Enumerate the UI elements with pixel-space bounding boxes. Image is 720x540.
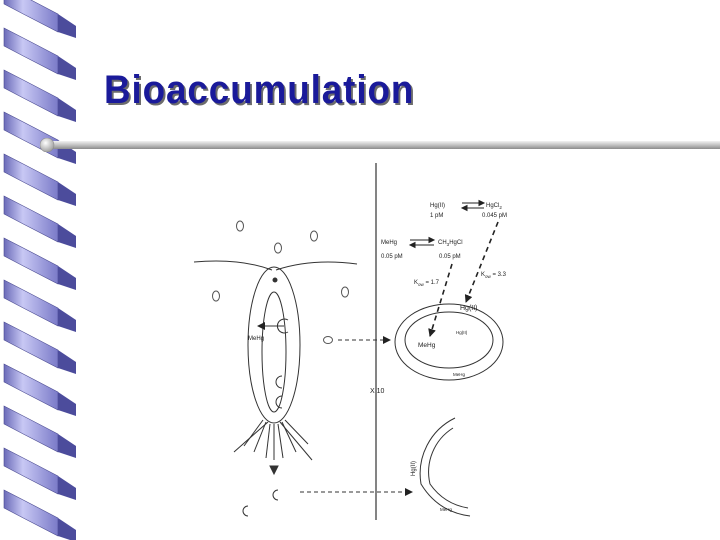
particle: [310, 230, 318, 242]
gut-pellet: [275, 395, 283, 409]
mehg-species-label: MeHg: [381, 240, 397, 246]
cell-hg2-label: Hg(II): [460, 305, 478, 312]
cell-mehg-label: MeHg: [418, 342, 436, 349]
binding-coil-shadow: [58, 224, 76, 248]
binding-coil-shadow: [58, 182, 76, 206]
ch3hgcl-species-label: CH3HgCl: [438, 240, 463, 247]
binding-coil-shadow: [58, 266, 76, 290]
particle: [323, 336, 333, 344]
cell-inner-hg2-label: Hg(II): [456, 330, 468, 335]
leg: [277, 423, 284, 459]
particle: [212, 290, 220, 302]
hg2-species-label: Hg(II): [430, 203, 445, 209]
leg: [284, 419, 309, 445]
diffusion-arrow-hgcl2: [464, 221, 499, 303]
magnified-membrane: [419, 417, 471, 517]
slide-title: Bioaccumulation: [104, 68, 415, 112]
leg: [233, 421, 269, 453]
binding-coil-shadow: [58, 518, 76, 540]
bioaccumulation-diagram: MeHg X 10 Hg(II) 1 pM HgCl2 0.045 pM MeH…: [193, 163, 507, 520]
hgcl2-species-label: HgCl2: [486, 203, 502, 210]
binding-coil-shadow: [58, 392, 76, 416]
kow-mehg-label: Kow = 1.7: [414, 280, 440, 287]
particles: [212, 220, 349, 344]
binding-coil-shadow: [58, 14, 76, 38]
particle: [236, 220, 244, 232]
gut-pellet: [272, 489, 279, 501]
binding-coil-shadow: [58, 350, 76, 374]
membrane-outer-arc: [419, 417, 471, 517]
zooplankton-body: [247, 266, 301, 424]
slide-binding-decoration: [0, 0, 80, 540]
gut-pellet: [242, 505, 249, 517]
hgcl2-concentration: 0.045 pM: [482, 213, 507, 219]
zooplankton-drawing: [193, 260, 358, 517]
leg: [279, 421, 313, 461]
zooplankton-eye: [272, 277, 278, 283]
kow-hgcl2-label: Kow = 3.3: [481, 272, 507, 279]
cell-outer-membrane: [394, 303, 504, 381]
diffusion-arrow-mehg: [428, 263, 453, 337]
particle: [274, 242, 282, 254]
leg: [243, 419, 264, 447]
hg2-concentration: 1 pM: [430, 213, 443, 219]
mehg-concentration: 0.05 pM: [381, 254, 403, 260]
binding-coil-shadow: [58, 308, 76, 332]
ch3hgcl-concentration: 0.05 pM: [439, 254, 461, 260]
cell-bottom-mehg-label: MeHg: [453, 372, 466, 377]
cell-inner-membrane: [404, 311, 494, 369]
binding-coil-shadow: [58, 476, 76, 500]
binding-coil-shadow: [58, 56, 76, 80]
particle: [341, 286, 349, 298]
binding-coil-shadow: [58, 434, 76, 458]
binding-coil-shadow: [58, 98, 76, 122]
membrane-inner-arc: [428, 427, 469, 509]
leg: [265, 423, 271, 459]
membrane-mehg-label: MeHg: [440, 507, 453, 512]
antenna-right: [275, 261, 358, 271]
magnified-cell: [394, 303, 504, 381]
magnification-label: X 10: [370, 388, 385, 395]
zooplankton-mehg-label: MeHg: [248, 336, 264, 342]
title-underline-rule: [40, 138, 720, 152]
zooplankton-gut: [261, 291, 287, 413]
speciation-labels: Hg(II) 1 pM HgCl2 0.045 pM MeHg 0.05 pM …: [381, 203, 507, 287]
equilibrium-arrows: [408, 199, 486, 249]
antenna-left: [193, 260, 273, 271]
tail-arrow-head: [269, 465, 279, 476]
leg: [253, 421, 267, 453]
gut-pellet: [275, 375, 283, 389]
membrane-hg2-label: Hg(II): [411, 461, 417, 476]
